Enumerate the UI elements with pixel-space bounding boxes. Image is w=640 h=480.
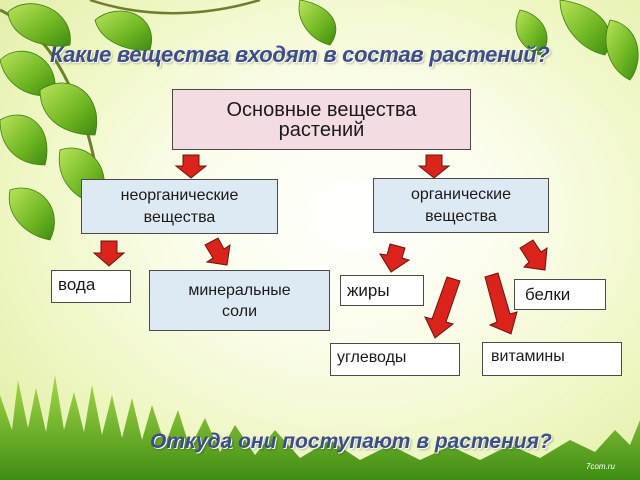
node-mineral-salts: минеральные соли bbox=[149, 270, 330, 331]
watermark: 7com.ru bbox=[586, 462, 615, 471]
node-carbohydrates: углеводы bbox=[330, 343, 460, 376]
inorganic-line2: вещества bbox=[143, 208, 216, 226]
node-organic-substances: органические вещества bbox=[373, 178, 549, 233]
arrow-organic-to-vitamins bbox=[484, 272, 518, 335]
leaf-cluster-left bbox=[0, 3, 152, 241]
node-water: вода bbox=[51, 270, 131, 303]
node-vitamins: витамины bbox=[482, 342, 622, 376]
arrow-root-to-organic bbox=[417, 154, 451, 179]
node-proteins: белки bbox=[514, 279, 606, 310]
organic-line1: органические bbox=[410, 185, 512, 203]
arrow-inorganic-to-water bbox=[92, 240, 126, 267]
question-title-top: Какие вещества входят в состав растений? bbox=[50, 42, 550, 67]
root-node-line2: растений bbox=[278, 118, 365, 141]
minerals-line2: соли bbox=[222, 302, 257, 320]
root-node-line1: Основные вещества bbox=[226, 98, 417, 121]
inorganic-line1: неорганические bbox=[120, 186, 239, 204]
leaf-cluster-right bbox=[298, 0, 639, 81]
minerals-line1: минеральные bbox=[188, 281, 291, 299]
arrow-inorganic-to-minerals bbox=[204, 237, 231, 266]
arrow-organic-to-proteins bbox=[519, 239, 548, 271]
root-node-main-substances: Основные вещества растений bbox=[172, 89, 471, 150]
organic-line2: вещества bbox=[425, 207, 497, 225]
arrow-organic-to-fats bbox=[379, 243, 411, 273]
arrow-root-to-inorganic bbox=[174, 154, 208, 179]
arrow-organic-to-carbohydrates bbox=[424, 276, 461, 339]
grass bbox=[0, 375, 640, 480]
node-inorganic-substances: неорганические вещества bbox=[81, 179, 278, 234]
node-fats: жиры bbox=[340, 275, 424, 306]
branch-top bbox=[89, 0, 261, 15]
question-title-bottom: Откуда они поступают в растения? bbox=[150, 430, 552, 453]
